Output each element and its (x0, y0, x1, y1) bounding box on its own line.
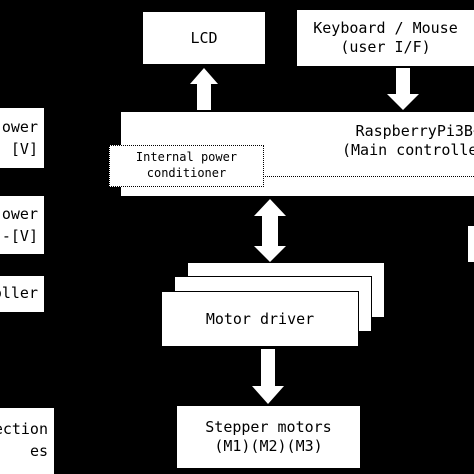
detection-line2: es (29, 442, 48, 460)
power-supply-a-line1: ower (1, 118, 38, 136)
arrow-from-keyboard (387, 68, 419, 110)
raspberry-line2: (Main controller) (342, 140, 474, 159)
power-conditioner-line1: Internal power (135, 150, 238, 165)
detection-line1: ection (0, 420, 48, 438)
arrow-to-lcd (190, 68, 218, 110)
lcd-box: LCD (143, 12, 265, 64)
detection-box: ection es (0, 408, 54, 474)
power-supply-a-line2: [V] (10, 140, 38, 158)
stepper-line1: Stepper motors (205, 418, 332, 437)
controller-box: oller (0, 276, 44, 312)
internal-power-conditioner-box: Internal power conditioner (109, 145, 264, 187)
power-section-divider (121, 176, 474, 177)
keyboard-line1: Keyboard / Mouse (313, 19, 458, 38)
lcd-label: LCD (190, 28, 218, 47)
keyboard-mouse-box: Keyboard / Mouse (user I/F) (297, 10, 474, 66)
power-supply-box-a: ower [V] (0, 108, 44, 168)
power-supply-b-line2: -[V] (1, 227, 38, 245)
keyboard-line2: (user I/F) (340, 38, 431, 56)
controller-label: oller (0, 284, 38, 302)
power-conditioner-line2: conditioner (146, 166, 227, 180)
stepper-motors-box: Stepper motors (M1)(M2)(M3) (177, 406, 360, 468)
arrow-to-stepper (252, 349, 284, 404)
motor-driver-label: Motor driver (205, 309, 315, 328)
raspberry-line1: RaspberryPi3B+ (355, 122, 474, 140)
arrow-raspberry-motor-driver (254, 199, 286, 262)
motor-driver-box: Motor driver (161, 291, 359, 347)
raspberry-pi-box: RaspberryPi3B+ (Main controller) Interna… (109, 112, 474, 196)
stepper-line2: (M1)(M2)(M3) (214, 437, 323, 455)
power-supply-box-b: ower -[V] (0, 196, 44, 254)
power-supply-b-line1: ower (1, 205, 38, 223)
right-partial-box (468, 226, 474, 262)
